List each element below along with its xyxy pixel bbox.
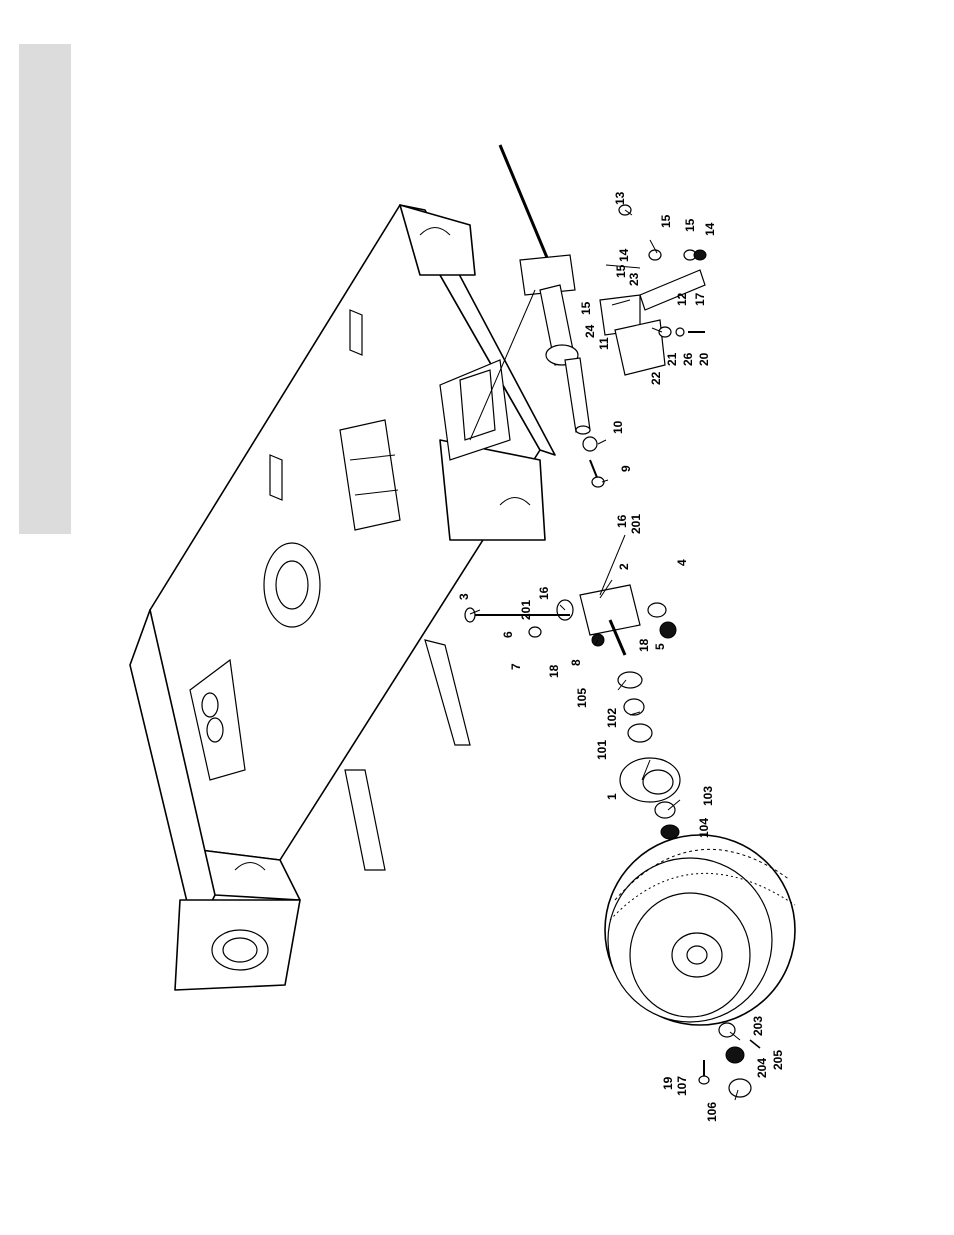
callout-10: 10 bbox=[611, 420, 625, 434]
callout-205: 205 bbox=[771, 1050, 785, 1070]
callout-4: 4 bbox=[675, 559, 689, 566]
callout-15: 15 bbox=[614, 264, 628, 278]
callout-14: 14 bbox=[703, 222, 717, 236]
callout-204: 204 bbox=[755, 1058, 769, 1078]
callout-201: 201 bbox=[519, 600, 533, 620]
callout-18: 18 bbox=[637, 638, 651, 652]
callout-104: 104 bbox=[697, 818, 711, 838]
callout-12: 12 bbox=[675, 292, 689, 306]
callout-19: 19 bbox=[661, 1076, 675, 1090]
callout-7: 7 bbox=[509, 663, 523, 670]
callout-16: 16 bbox=[537, 586, 551, 600]
chassis-frame bbox=[130, 205, 555, 990]
callout-13: 13 bbox=[613, 191, 627, 205]
callout-105: 105 bbox=[575, 688, 589, 708]
callout-8: 8 bbox=[569, 659, 583, 666]
callout-3: 3 bbox=[457, 593, 471, 600]
callout-15: 15 bbox=[579, 301, 593, 315]
callout-103: 103 bbox=[701, 786, 715, 806]
callout-20: 20 bbox=[697, 352, 711, 366]
callout-16: 16 bbox=[615, 514, 629, 528]
callout-102: 102 bbox=[605, 708, 619, 728]
callout-101: 101 bbox=[595, 740, 609, 760]
callout-11: 11 bbox=[597, 337, 611, 350]
callout-9: 9 bbox=[619, 465, 633, 472]
callout-6: 6 bbox=[501, 631, 515, 638]
callout-1: 1 bbox=[605, 793, 619, 800]
callout-201: 201 bbox=[629, 514, 643, 534]
callout-21: 21 bbox=[665, 352, 679, 366]
callout-17: 17 bbox=[693, 292, 707, 306]
callout-18: 18 bbox=[547, 664, 561, 678]
callout-107: 107 bbox=[675, 1076, 689, 1096]
callout-26: 26 bbox=[681, 352, 695, 366]
callout-24: 24 bbox=[583, 324, 597, 338]
callout-15: 15 bbox=[659, 214, 673, 228]
wheel bbox=[605, 835, 795, 1025]
callout-15: 15 bbox=[683, 218, 697, 232]
callout-14: 14 bbox=[617, 248, 631, 262]
callout-5: 5 bbox=[653, 643, 667, 650]
callout-106: 106 bbox=[705, 1102, 719, 1122]
callout-22: 22 bbox=[649, 371, 663, 385]
callout-23: 23 bbox=[627, 272, 641, 286]
callout-2: 2 bbox=[617, 563, 631, 570]
callout-203: 203 bbox=[751, 1016, 765, 1036]
